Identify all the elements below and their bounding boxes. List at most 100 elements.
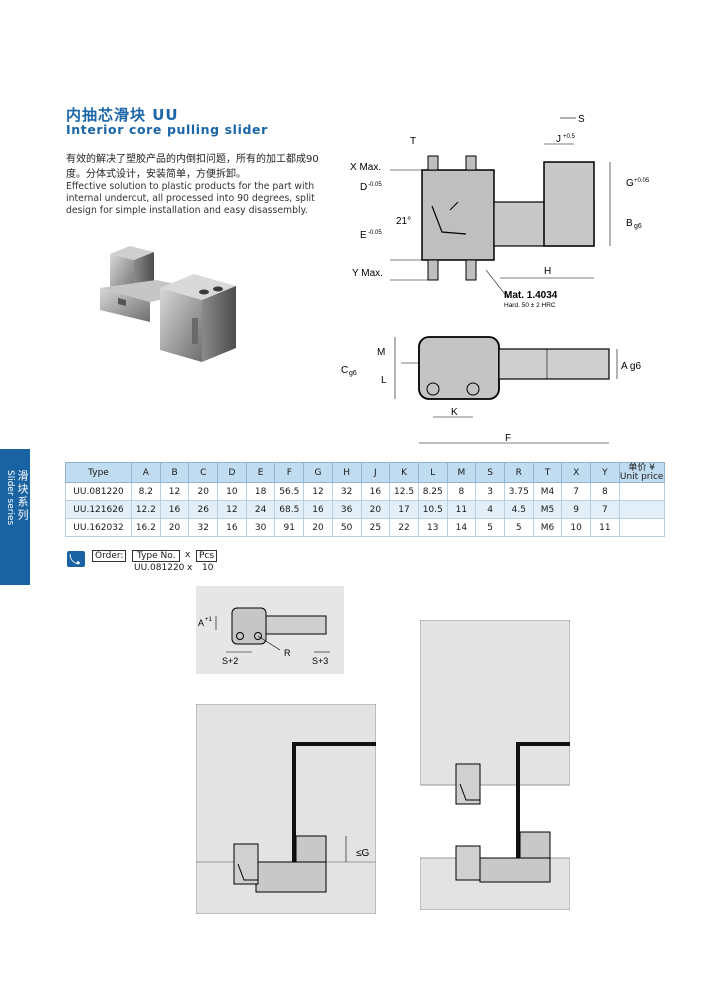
table-cell: 16.2 xyxy=(131,518,161,537)
header-Y: Y xyxy=(590,462,620,483)
label-G: G xyxy=(626,178,634,189)
label-F: F xyxy=(505,433,511,444)
table-cell: 12 xyxy=(217,500,247,519)
table-cell-price xyxy=(618,518,665,537)
detail-label-S3: S+3 xyxy=(312,656,328,666)
header-B: B xyxy=(159,462,190,483)
order-label: Order: xyxy=(92,550,127,562)
table-cell: 20 xyxy=(188,482,219,501)
table-cell: 22 xyxy=(389,518,419,537)
table-cell: 25 xyxy=(360,518,391,537)
label-S: S xyxy=(578,114,585,125)
label-angle: 21° xyxy=(396,216,411,227)
header-G: G xyxy=(303,462,333,483)
label-D-tol: -0.05 xyxy=(368,182,382,188)
label-T: T xyxy=(410,136,416,147)
table-cell: 12.5 xyxy=(389,482,419,501)
header-S: S xyxy=(475,462,505,483)
table-cell: 8.2 xyxy=(131,482,161,501)
table-cell: 20 xyxy=(159,518,190,537)
header-X: X xyxy=(561,462,591,483)
table-cell: 68.5 xyxy=(274,500,305,519)
table-cell: 12 xyxy=(303,482,333,501)
header-M: M xyxy=(446,462,477,483)
table-cell: 7 xyxy=(590,500,620,519)
table-cell: 3 xyxy=(475,482,505,501)
table-cell: 10.5 xyxy=(417,500,448,519)
table-cell: 11 xyxy=(446,500,477,519)
table-cell: 10 xyxy=(217,482,247,501)
table-cell: 91 xyxy=(274,518,305,537)
table-cell: 16 xyxy=(159,500,190,519)
label-L: L xyxy=(381,375,387,386)
table-cell: 13 xyxy=(417,518,448,537)
table-cell: 20 xyxy=(360,500,391,519)
table-cell: 7 xyxy=(561,482,591,501)
detail-label-A-tol: +1 xyxy=(205,617,213,623)
detail-label-R: R xyxy=(284,648,291,658)
install-label-G: ≤G xyxy=(356,848,369,859)
table-cell: 30 xyxy=(245,518,276,537)
label-X: X Max. xyxy=(350,162,381,173)
phone-icon xyxy=(67,551,85,567)
table-cell: 16 xyxy=(217,518,247,537)
label-H: H xyxy=(544,266,551,277)
series-tab-cn: 滑块系列 xyxy=(16,470,29,522)
detail-label-A: A xyxy=(198,618,204,628)
table-cell: 36 xyxy=(331,500,362,519)
header-unit-price-en: Unit price xyxy=(619,471,664,482)
series-tab xyxy=(0,449,30,585)
table-cell: 4.5 xyxy=(503,500,534,519)
header-C: C xyxy=(188,462,219,483)
top-view-drawing: T S J +0.5 X Max. D -0.05 E -0.05 Y Max.… xyxy=(350,114,650,309)
description-en: Effective solution to plastic products f… xyxy=(66,181,315,216)
label-J: J xyxy=(556,134,561,145)
table-cell: UU.081220 xyxy=(65,482,132,501)
label-E: E xyxy=(360,230,367,241)
table-cell: 8 xyxy=(590,482,620,501)
table-cell: 5 xyxy=(475,518,505,537)
label-C-tol: g6 xyxy=(349,370,357,377)
table-cell: 20 xyxy=(303,518,333,537)
table-cell: 56.5 xyxy=(274,482,305,501)
table-cell: UU.121626 xyxy=(65,500,132,519)
header-H: H xyxy=(331,462,362,483)
header-A: A xyxy=(131,462,161,483)
header-R: R xyxy=(503,462,534,483)
label-A: A g6 xyxy=(621,361,641,372)
table-cell: 26 xyxy=(188,500,219,519)
table-cell: M5 xyxy=(532,500,563,519)
table-cell: 11 xyxy=(590,518,620,537)
table-cell: 3.75 xyxy=(503,482,534,501)
table-cell: 50 xyxy=(331,518,362,537)
table-cell: M4 xyxy=(532,482,563,501)
label-Y: Y Max. xyxy=(352,268,383,279)
label-material: Mat. 1.4034 xyxy=(504,290,558,301)
order-example-type: UU.081220 xyxy=(134,563,185,573)
table-cell: 16 xyxy=(303,500,333,519)
page-title-cn: 内抽芯滑块 UU xyxy=(66,106,179,124)
header-type: Type xyxy=(65,462,132,483)
label-hardness: Hard. 50 ± 2 HRC xyxy=(504,302,556,309)
header-unit-price: 单价 ¥ Unit price xyxy=(618,462,665,483)
table-cell: 14 xyxy=(446,518,477,537)
table-cell-price xyxy=(618,482,665,501)
table-cell: 16 xyxy=(360,482,391,501)
description-cn: 有效的解决了塑胶产品的内倒扣问题，所有的加工都成90度。分体式设计，安装简单，方… xyxy=(66,154,319,180)
header-T: T xyxy=(532,462,563,483)
page-title-en: Interior core pulling slider xyxy=(66,122,268,137)
order-times-sign: x xyxy=(185,550,191,560)
table-cell: 4 xyxy=(475,500,505,519)
side-view-drawing: M C g6 L K F A g6 xyxy=(341,336,641,444)
product-photo xyxy=(100,246,236,362)
detail-drawing: A +1 S+2 R S+3 xyxy=(196,586,344,674)
header-D: D xyxy=(217,462,247,483)
table-header-row: Type A B C D E F G H J K L M S R T X Y 单… xyxy=(65,462,665,483)
table-cell: 24 xyxy=(245,500,276,519)
installation-drawing-right xyxy=(420,620,570,910)
order-example-qty: 10 xyxy=(202,563,214,573)
table-cell: 17 xyxy=(389,500,419,519)
